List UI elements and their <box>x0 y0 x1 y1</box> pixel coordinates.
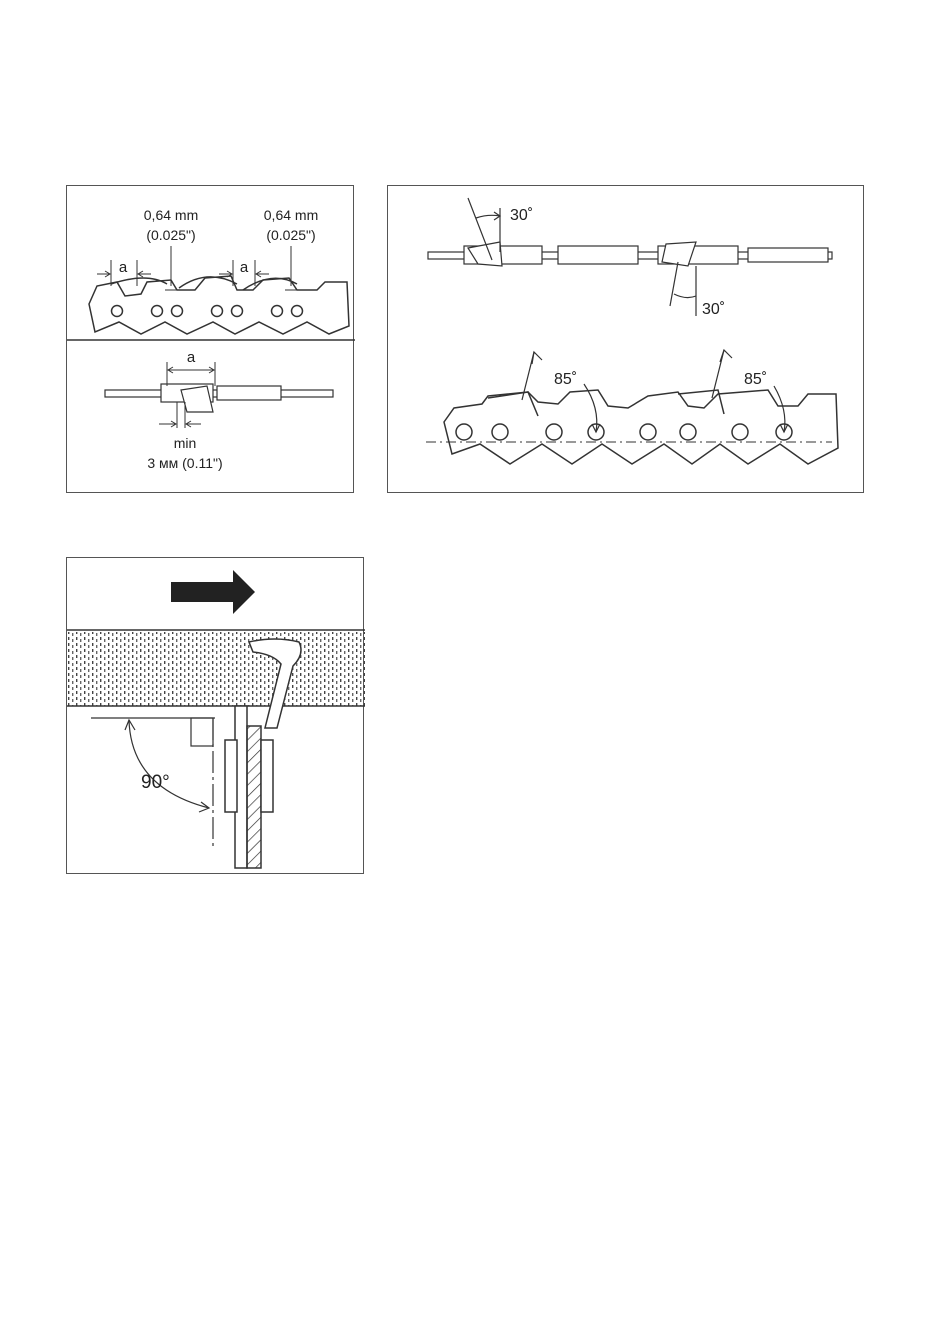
angle-label-side-2: 85˚ <box>744 371 767 388</box>
angle-label-90: 90° <box>141 772 170 793</box>
depth-label-left-mm: 0,64 mm <box>144 207 198 223</box>
file-surface <box>67 632 365 706</box>
chain-side-view <box>89 276 349 334</box>
file-guide-diagram: 90° <box>67 558 365 875</box>
label-a-bottom: a <box>187 349 196 366</box>
label-a-right: a <box>240 259 249 276</box>
depth-label-right-mm: 0,64 mm <box>264 207 318 223</box>
label-min: min <box>174 435 197 451</box>
chain-depth-panel: 0,64 mm (0.025") 0,64 mm (0.025") a a <box>66 185 354 493</box>
chain-side-view <box>444 390 838 464</box>
depth-label-left-in: (0.025") <box>146 227 195 243</box>
direction-arrow-icon <box>171 570 255 614</box>
label-min-value: 3 мм (0.11") <box>147 455 222 471</box>
depth-label-right-in: (0.025") <box>266 227 315 243</box>
angle-label-top-1: 30˚ <box>510 207 533 224</box>
angle-label-top-2: 30˚ <box>702 301 725 318</box>
filing-angles-panel: 30˚ 30˚ 85˚ 85˚ <box>387 185 864 493</box>
file-guide-panel: 90° <box>66 557 364 874</box>
angle-label-side-1: 85˚ <box>554 371 577 388</box>
chain-top-view <box>428 242 832 266</box>
chain-top-view <box>105 384 333 412</box>
label-a-left: a <box>119 259 128 276</box>
cutter-plate <box>247 726 261 868</box>
filing-angles-diagram: 30˚ 30˚ 85˚ 85˚ <box>388 186 865 494</box>
chain-depth-diagram: 0,64 mm (0.025") 0,64 mm (0.025") a a <box>67 186 355 494</box>
